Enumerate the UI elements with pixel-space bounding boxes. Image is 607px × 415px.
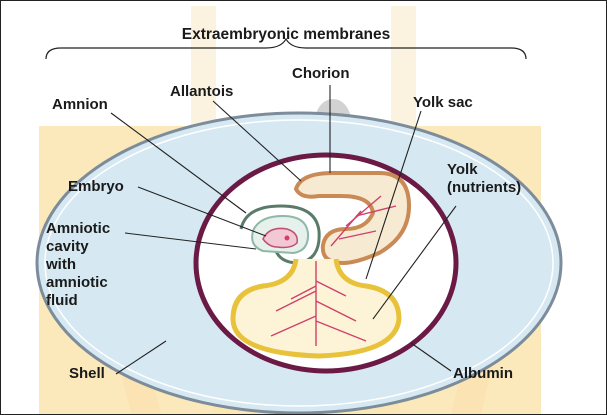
- chorion-label: Chorion: [292, 65, 350, 82]
- yolk-sac-label: Yolk sac: [413, 94, 473, 111]
- shell-label: Shell: [69, 365, 105, 382]
- embryo: [263, 228, 297, 247]
- amniotic-label-line1: Amniotic: [46, 220, 110, 237]
- amniotic-label-line3: with: [45, 256, 76, 273]
- embryo-heart: [285, 236, 290, 241]
- amniotic-label-line2: cavity: [46, 238, 89, 255]
- title-label: Extraembryonic membranes: [182, 26, 390, 43]
- amniotic-label-line4: amniotic: [46, 274, 108, 291]
- allantois-label: Allantois: [170, 83, 233, 100]
- albumin-label: Albumin: [453, 365, 513, 382]
- amniotic-label-line5: fluid: [46, 292, 78, 309]
- yolk-label-line1: Yolk: [447, 161, 478, 178]
- amnion-label: Amnion: [52, 96, 108, 113]
- embryo-label: Embryo: [68, 178, 124, 195]
- yolk-label-line2: (nutrients): [447, 179, 521, 196]
